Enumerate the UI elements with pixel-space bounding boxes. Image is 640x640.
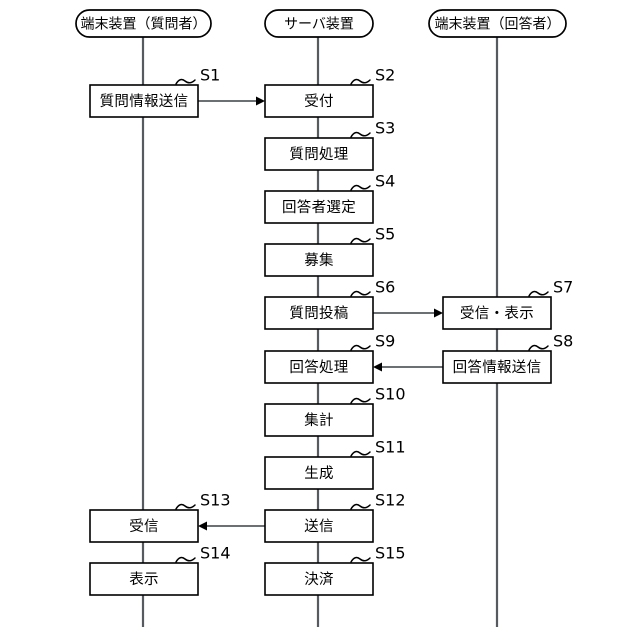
node-box[interactable] xyxy=(264,243,374,277)
step-leader-line xyxy=(350,184,371,191)
node-label: 表示 xyxy=(129,571,159,588)
node-label: 質問情報送信 xyxy=(100,92,189,110)
step-number-label: S8 xyxy=(553,332,573,351)
step-number-label: S14 xyxy=(200,544,231,563)
node-box[interactable] xyxy=(442,350,552,384)
step-number-label: S11 xyxy=(375,438,406,457)
node-label: 受信・表示 xyxy=(460,305,534,322)
lane-header-capsule xyxy=(428,9,567,38)
step-leader-line xyxy=(528,290,549,297)
node-label: 決済 xyxy=(304,571,334,588)
step-leader-line xyxy=(350,450,371,457)
process-node-s5[interactable]: 募集 S5 xyxy=(264,225,395,277)
step-leader-line xyxy=(175,556,196,563)
step-number-label: S9 xyxy=(375,332,395,351)
process-nodes-group: 質問情報送信 S1 受付 S2 質問処理 S3 回答者選定 S4 募集 S5 質問投稿 S6 受信・表示… xyxy=(89,66,573,596)
step-number-label: S12 xyxy=(375,491,406,510)
step-leader-line xyxy=(350,397,371,404)
step-leader-line xyxy=(350,237,371,244)
process-node-s9[interactable]: 回答処理 S9 xyxy=(264,332,395,384)
node-label: 回答処理 xyxy=(289,359,348,376)
node-label: 回答情報送信 xyxy=(453,359,542,376)
node-label: 質問処理 xyxy=(289,145,348,163)
node-box[interactable] xyxy=(264,296,374,330)
step-leader-line xyxy=(175,503,196,510)
step-number-label: S15 xyxy=(375,544,406,563)
step-number-label: S1 xyxy=(200,66,220,85)
node-box[interactable] xyxy=(89,84,199,118)
lane-header-capsule xyxy=(75,9,212,38)
arrow-head-icon xyxy=(434,308,443,318)
process-node-s4[interactable]: 回答者選定 S4 xyxy=(264,172,395,224)
node-label: 生成 xyxy=(304,465,334,482)
step-number-label: S6 xyxy=(375,278,395,297)
step-number-label: S2 xyxy=(375,66,395,85)
step-leader-line xyxy=(350,556,371,563)
process-node-s11[interactable]: 生成 S11 xyxy=(264,438,406,490)
process-node-s12[interactable]: 送信 S12 xyxy=(264,491,406,543)
arrow-head-icon xyxy=(256,96,265,106)
lane-headers-group: 端末装置（質問者） サーバ装置 端末装置（回答者） xyxy=(75,9,567,38)
node-box[interactable] xyxy=(264,84,374,118)
step-leader-line xyxy=(175,78,196,85)
lane-header-server: サーバ装置 xyxy=(264,9,374,38)
node-box[interactable] xyxy=(264,403,374,437)
flow-arrow-s1-to-s2 xyxy=(198,96,265,106)
process-node-s10[interactable]: 集計 S10 xyxy=(264,385,406,437)
arrow-head-icon xyxy=(373,362,382,372)
node-box[interactable] xyxy=(264,456,374,490)
node-label: 質問投稿 xyxy=(289,304,348,322)
process-node-s2[interactable]: 受付 S2 xyxy=(264,66,395,118)
node-box[interactable] xyxy=(89,509,199,543)
flow-arrows-group xyxy=(198,96,443,531)
process-node-s7[interactable]: 受信・表示 S7 xyxy=(442,278,573,330)
step-number-label: S10 xyxy=(375,385,406,404)
step-leader-line xyxy=(528,344,549,351)
step-number-label: S4 xyxy=(375,172,395,191)
process-node-s8[interactable]: 回答情報送信 S8 xyxy=(442,332,573,384)
node-label: 募集 xyxy=(304,252,334,269)
node-label: 回答者選定 xyxy=(282,199,356,216)
process-node-s14[interactable]: 表示 S14 xyxy=(89,544,231,596)
node-box[interactable] xyxy=(264,137,374,171)
step-number-label: S7 xyxy=(553,278,573,297)
step-leader-line xyxy=(350,131,371,138)
node-box[interactable] xyxy=(264,190,374,224)
process-node-s1[interactable]: 質問情報送信 S1 xyxy=(89,66,220,118)
node-box[interactable] xyxy=(264,509,374,543)
node-label: 送信 xyxy=(304,518,334,535)
step-number-label: S13 xyxy=(200,491,231,510)
node-box[interactable] xyxy=(264,562,374,596)
process-node-s13[interactable]: 受信 S13 xyxy=(89,491,231,543)
lane-header-capsule xyxy=(264,9,374,38)
flow-arrow-s12-to-s13 xyxy=(198,521,265,531)
step-leader-line xyxy=(350,78,371,85)
flow-arrow-s6-to-s7 xyxy=(373,308,443,318)
step-leader-line xyxy=(350,290,371,297)
lane-header-label: 端末装置（回答者） xyxy=(435,16,561,33)
step-number-label: S3 xyxy=(375,119,395,138)
lane-header-label: サーバ装置 xyxy=(284,17,354,33)
flow-arrow-s8-to-s9 xyxy=(373,362,443,372)
node-box[interactable] xyxy=(442,296,552,330)
step-leader-line xyxy=(350,344,371,351)
node-label: 受信 xyxy=(129,518,159,535)
process-node-s15[interactable]: 決済 S15 xyxy=(264,544,406,596)
process-node-s6[interactable]: 質問投稿 S6 xyxy=(264,278,395,330)
node-box[interactable] xyxy=(89,562,199,596)
node-label: 受付 xyxy=(304,93,334,110)
step-leader-line xyxy=(350,503,371,510)
node-label: 集計 xyxy=(304,412,334,429)
node-box[interactable] xyxy=(264,350,374,384)
arrow-head-icon xyxy=(198,521,207,531)
process-node-s3[interactable]: 質問処理 S3 xyxy=(264,119,395,171)
lane-header-answerer: 端末装置（回答者） xyxy=(428,9,567,38)
lane-header-questioner: 端末装置（質問者） xyxy=(75,9,212,38)
lane-header-label: 端末装置（質問者） xyxy=(81,17,207,33)
step-number-label: S5 xyxy=(375,225,395,244)
